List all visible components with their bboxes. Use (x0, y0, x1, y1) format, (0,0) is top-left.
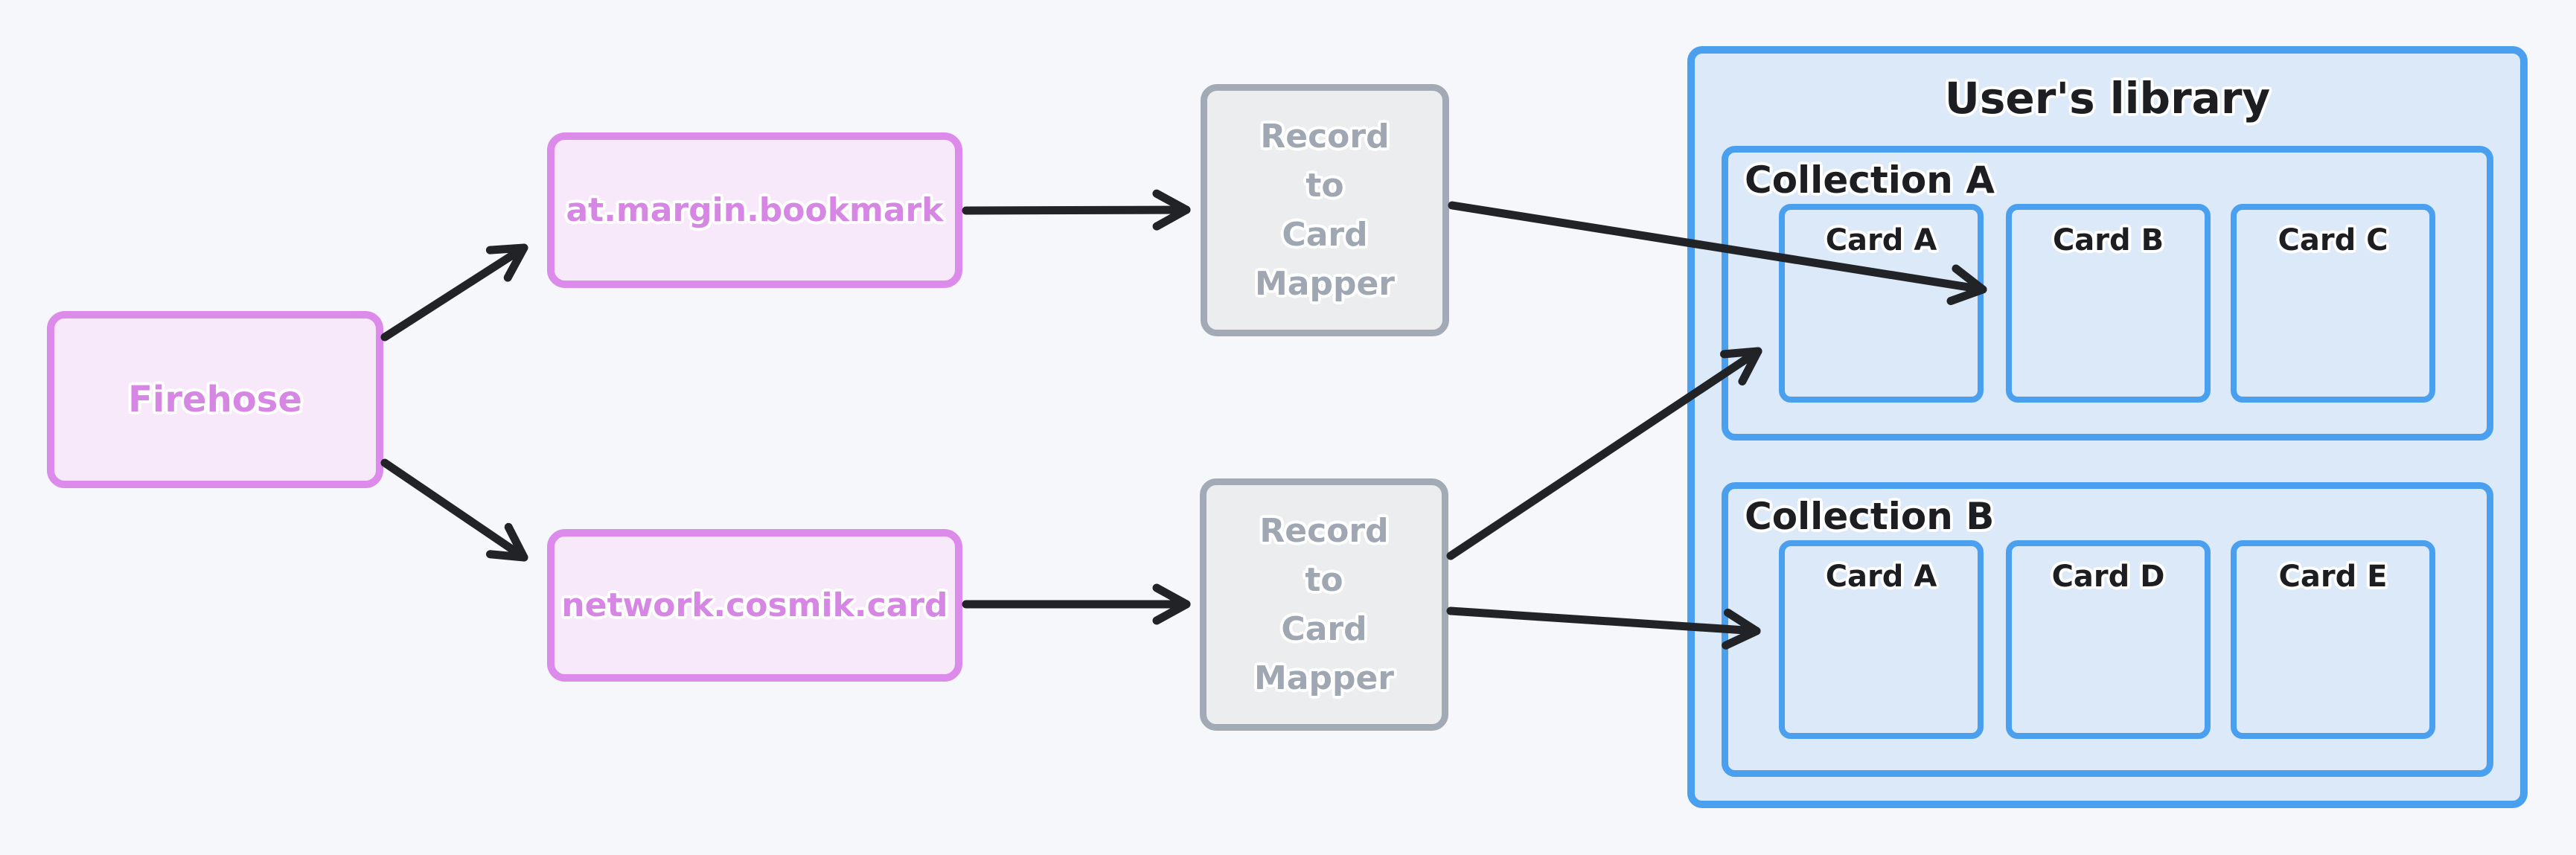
arrow-firehose-to-cosmik-card[interactable] (380, 458, 528, 562)
arrow-mapper-bottom-to-collection-b-card-a[interactable] (1446, 606, 1761, 650)
arrow-mapper-top-to-collection-a-card-b[interactable] (1448, 201, 1987, 305)
node-mapper-top[interactable]: Record to Card Mapper (1201, 84, 1449, 336)
collection-a-card-b[interactable]: Card B (2006, 204, 2211, 403)
mapper-top-line-1: Record (1260, 117, 1390, 156)
mapper-bottom-line-1: Record (1259, 511, 1389, 550)
mapper-top-line-2: to (1305, 166, 1344, 205)
collection-b[interactable]: Collection B Card A Card D Card E (1722, 482, 2493, 777)
collection-b-label: Collection B (1745, 495, 1995, 538)
mapper-top-line-4: Mapper (1254, 264, 1395, 303)
collection-a-card-c[interactable]: Card C (2231, 204, 2435, 403)
node-lexicon-card-label: network.cosmik.card (561, 586, 948, 624)
collection-a-card-a[interactable]: Card A (1779, 204, 1984, 403)
mapper-bottom-line-4: Mapper (1253, 659, 1394, 697)
collection-b-card-e-label: Card E (2278, 560, 2388, 594)
library-container[interactable]: User's library Collection A Card A Card … (1687, 46, 2528, 808)
node-firehose-label: Firehose (128, 379, 302, 420)
arrow-mapper-bottom-to-collection-a[interactable] (1446, 347, 1762, 560)
node-firehose[interactable]: Firehose (47, 311, 383, 488)
collection-b-card-d[interactable]: Card D (2006, 540, 2211, 739)
collection-a-card-b-label: Card B (2052, 223, 2164, 257)
node-mapper-bottom[interactable]: Record to Card Mapper (1200, 478, 1448, 731)
collection-b-card-a[interactable]: Card A (1779, 540, 1984, 739)
mapper-top-line-3: Card (1282, 215, 1368, 254)
collection-a[interactable]: Collection A Card A Card B Card C (1722, 146, 2493, 441)
collection-b-card-e[interactable]: Card E (2231, 540, 2435, 739)
collection-a-card-a-label: Card A (1825, 223, 1937, 257)
node-lexicon-bookmark[interactable]: at.margin.bookmark (547, 132, 962, 288)
node-lexicon-bookmark-label: at.margin.bookmark (566, 191, 944, 229)
mapper-bottom-line-3: Card (1281, 609, 1367, 648)
mapper-bottom-line-2: to (1305, 560, 1343, 599)
arrow-bookmark-to-mapper-top[interactable] (962, 189, 1191, 231)
library-title: User's library (1944, 73, 2271, 124)
collection-a-card-c-label: Card C (2278, 223, 2388, 257)
node-lexicon-card[interactable]: network.cosmik.card (547, 529, 962, 682)
collection-b-card-d-label: Card D (2051, 560, 2165, 594)
collection-a-label: Collection A (1745, 158, 1995, 202)
arrow-firehose-to-bookmark[interactable] (380, 243, 528, 342)
collection-b-card-a-label: Card A (1825, 560, 1937, 594)
